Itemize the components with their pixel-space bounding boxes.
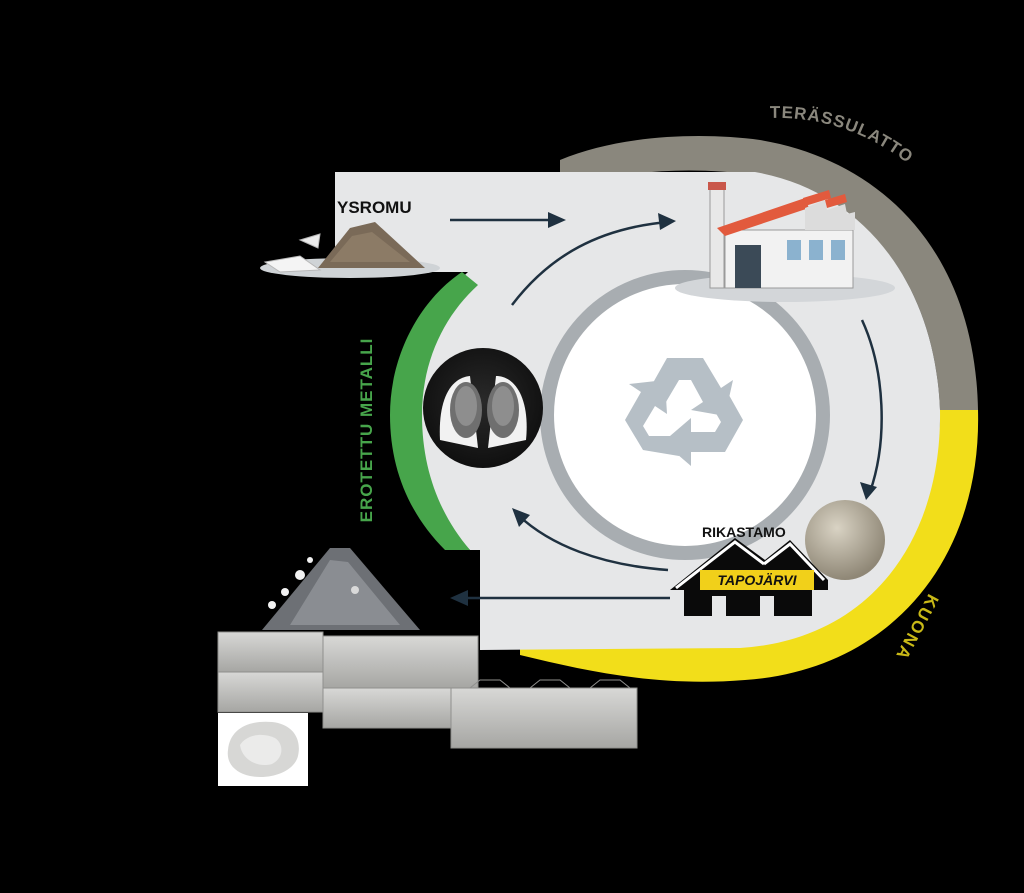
processing-plant-label: RIKASTAMO [702, 524, 786, 540]
separated-metal-label: EROTETTU METALLI [357, 338, 376, 523]
aggregate-pile-icon [262, 548, 420, 630]
inner-ring [547, 277, 823, 553]
scrap-label: YSROMU [337, 198, 412, 217]
metal-hands-icon [423, 348, 543, 468]
company-logo-text: TAPOJÄRVI [717, 572, 797, 588]
arrow-head-icon [450, 590, 468, 606]
slag-ball-icon [805, 500, 885, 580]
rock-photo-icon [218, 713, 308, 786]
